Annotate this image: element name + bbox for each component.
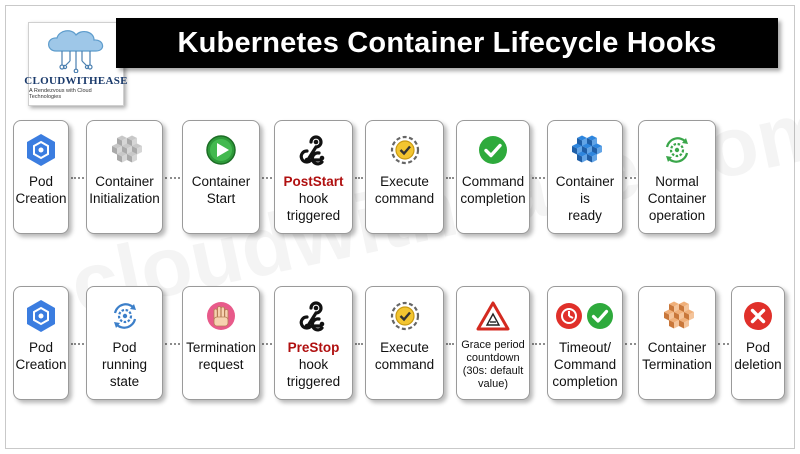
step-label: Container Initialization: [87, 173, 162, 207]
step-label: Pod Creation: [13, 339, 68, 373]
step-text: Pod Creation: [15, 340, 67, 372]
step-label: Termination request: [184, 339, 258, 373]
green-check-icon: [477, 133, 509, 167]
step-text: Command completion: [460, 174, 526, 206]
step-pod-deletion: Pod deletion: [731, 286, 785, 400]
step-poststart-hook-triggered: PostStart hook triggered: [274, 120, 353, 234]
step-label: Command completion: [458, 173, 527, 207]
flow-connector: [446, 343, 454, 345]
gear-check-icon: [389, 133, 421, 167]
step-text: hook triggered: [286, 357, 341, 389]
step-label: PreStop hook triggered: [285, 339, 342, 390]
step-timeout-command-completion: Timeout/ Command completion: [547, 286, 623, 400]
gear-check-icon: [389, 299, 421, 333]
flow-connector: [625, 177, 636, 179]
flow-connector: [71, 343, 84, 345]
webhook-icon: [298, 133, 330, 167]
step-text: Execute command: [374, 174, 435, 206]
green-gear-cycle-icon: [661, 133, 693, 167]
step-execute-command: Execute command: [365, 120, 444, 234]
prestop-flow-row: Pod Creation Pod running state Termination…: [0, 286, 800, 406]
step-label: PostStart hook triggered: [281, 173, 345, 224]
flow-connector: [446, 177, 454, 179]
hook-name: PostStart: [283, 174, 344, 189]
flow-connector: [355, 343, 363, 345]
step-text: Container Termination: [642, 340, 712, 372]
step-container-start: Container Start: [182, 120, 260, 234]
step-command-completion: Command completion: [456, 120, 530, 234]
orange-cubes-icon: [657, 299, 697, 333]
step-prestop-hook-triggered: PreStop hook triggered: [274, 286, 353, 400]
flow-connector: [355, 177, 363, 179]
gke-hexagon-icon: [25, 299, 57, 333]
red-x-icon: [742, 299, 774, 333]
blue-gear-cycle-icon: [109, 299, 141, 333]
flow-connector: [165, 343, 180, 345]
flow-connector: [71, 177, 84, 179]
step-pod-creation: Pod Creation: [13, 120, 69, 234]
step-container-is-ready: Container is ready: [547, 120, 623, 234]
step-termination-request: Termination request: [182, 286, 260, 400]
step-label: Pod Creation: [13, 173, 68, 207]
timeout-check-icon: [554, 299, 616, 333]
step-label: Timeout/ Command completion: [550, 339, 619, 390]
step-text: Container is ready: [555, 174, 615, 223]
step-label: Pod deletion: [732, 339, 783, 373]
step-label: Container Termination: [640, 339, 714, 373]
step-label: Container is ready: [548, 173, 622, 224]
cloudwithease-logo: CLOUDWITHEASE A Rendezvous with Cloud Te…: [24, 22, 127, 106]
step-normal-container-operation: Normal Container operation: [638, 120, 716, 234]
flow-connector: [165, 177, 180, 179]
step-text: hook triggered: [286, 191, 341, 223]
step-text: Container Start: [191, 174, 251, 206]
cloud-circuit-icon: [48, 30, 104, 73]
step-execute-command: Execute command: [365, 286, 444, 400]
gke-hexagon-icon: [25, 133, 57, 167]
step-container-termination: Container Termination: [638, 286, 716, 400]
step-text: Pod Creation: [15, 174, 67, 206]
gray-cubes-icon: [105, 133, 145, 167]
flow-connector: [625, 343, 636, 345]
page-title: Kubernetes Container Lifecycle Hooks: [177, 26, 717, 59]
webhook-icon: [298, 299, 330, 333]
step-grace-period-countdown-30s-default-value: Grace period countdown (30s: default val…: [456, 286, 530, 400]
logo-tagline: A Rendezvous with Cloud Technologies: [29, 88, 92, 100]
step-text: Termination request: [186, 340, 256, 372]
step-pod-creation: Pod Creation: [13, 286, 69, 400]
step-label: Normal Container operation: [646, 173, 709, 224]
step-text: Normal Container operation: [647, 174, 707, 223]
step-pod-running-state: Pod running state: [86, 286, 163, 400]
step-label: Pod running state: [87, 339, 162, 390]
title-bar: Kubernetes Container Lifecycle Hooks: [116, 18, 778, 68]
warning-triangle-icon: [476, 299, 510, 333]
hand-stop-icon: [205, 299, 237, 333]
flow-connector: [532, 177, 545, 179]
poststart-flow-row: Pod Creation Container Initialization Cont…: [0, 120, 800, 240]
step-text: Timeout/ Command completion: [552, 340, 618, 389]
step-text: Execute command: [374, 340, 435, 372]
step-label: Grace period countdown (30s: default val…: [459, 339, 527, 391]
logo-text: CLOUDWITHEASE: [24, 75, 128, 87]
flow-connector: [718, 343, 729, 345]
step-label: Execute command: [373, 339, 436, 373]
step-text: Pod deletion: [734, 340, 782, 372]
flow-connector: [532, 343, 545, 345]
step-text: Container Initialization: [89, 174, 160, 206]
blue-cubes-icon: [565, 133, 605, 167]
flow-connector: [262, 343, 272, 345]
step-text: Pod running state: [101, 340, 148, 389]
step-label: Container Start: [190, 173, 253, 207]
step-label: Execute command: [373, 173, 436, 207]
hook-name: PreStop: [287, 340, 340, 355]
step-container-initialization: Container Initialization: [86, 120, 163, 234]
play-button-icon: [205, 133, 237, 167]
step-text: Grace period countdown (30s: default val…: [461, 339, 525, 390]
flow-connector: [262, 177, 272, 179]
